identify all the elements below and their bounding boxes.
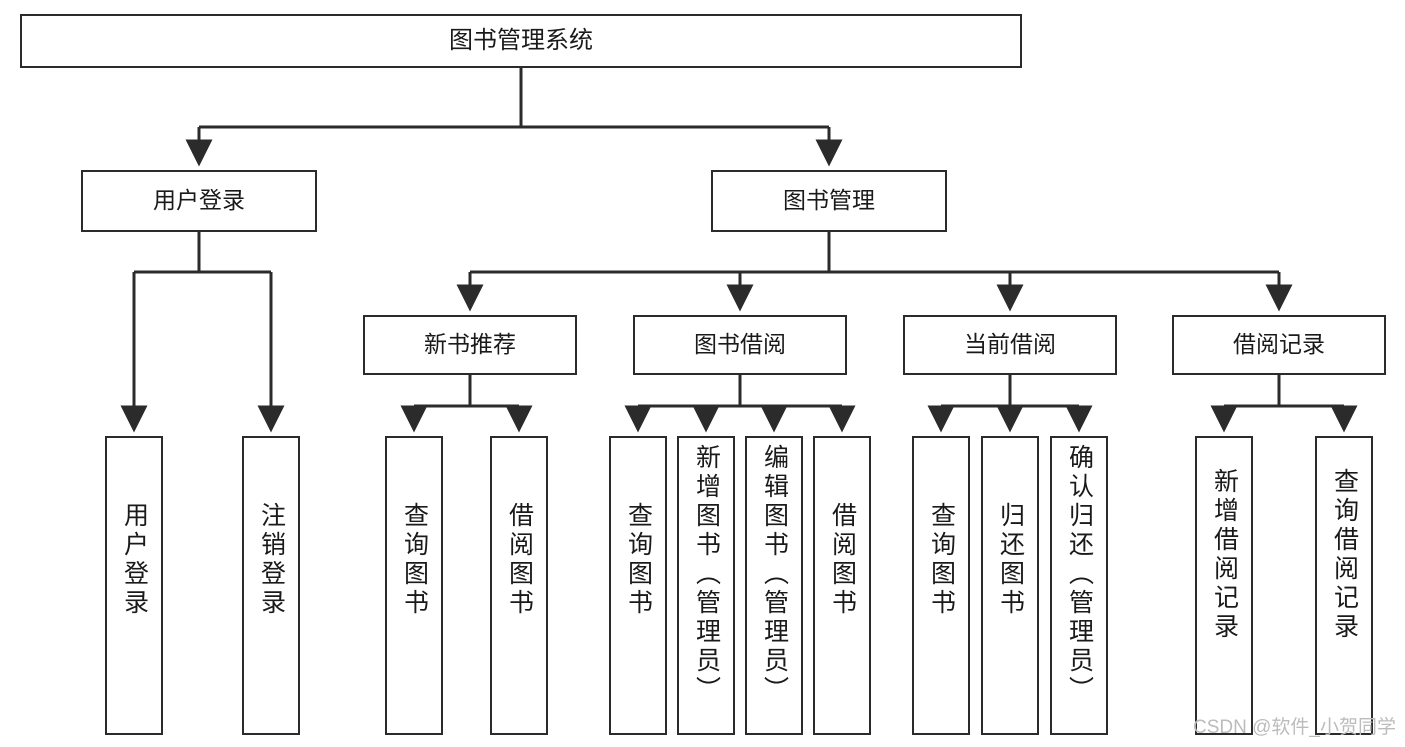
node-root[interactable]: 图书管理系统 (20, 14, 1022, 68)
leaf-borrow-book-1[interactable]: 借阅图书 (490, 436, 548, 735)
node-book-management-label: 图书管理 (783, 187, 875, 214)
leaf-query-book-1[interactable]: 查询图书 (385, 436, 443, 735)
leaf-confirm-return[interactable]: 确认归还（管理员） (1050, 436, 1108, 735)
leaf-add-record-label: 新增借阅记录 (1210, 468, 1239, 642)
leaf-edit-book[interactable]: 编辑图书（管理员） (745, 436, 803, 735)
leaf-query-book-3-label: 查询图书 (927, 502, 956, 618)
leaf-add-book-label: 新增图书（管理员） (692, 444, 721, 705)
leaf-return-book-label: 归还图书 (996, 502, 1025, 618)
node-root-label: 图书管理系统 (449, 26, 593, 54)
leaf-borrow-book-1-label: 借阅图书 (505, 502, 534, 618)
node-user-login-label: 用户登录 (153, 187, 245, 214)
node-borrow-record-label: 借阅记录 (1233, 331, 1325, 358)
leaf-borrow-book-2-label: 借阅图书 (828, 502, 857, 618)
node-borrow-record[interactable]: 借阅记录 (1172, 315, 1386, 375)
node-current-borrow[interactable]: 当前借阅 (903, 315, 1117, 375)
watermark: CSDN @软件_小贺同学 (1193, 717, 1396, 738)
leaf-borrow-book-2[interactable]: 借阅图书 (813, 436, 871, 735)
leaf-edit-book-label: 编辑图书（管理员） (760, 444, 789, 705)
leaf-query-book-2-label: 查询图书 (624, 502, 653, 618)
leaf-query-book-1-label: 查询图书 (400, 502, 429, 618)
node-new-book-recommend-label: 新书推荐 (424, 331, 516, 358)
leaf-query-record-label: 查询借阅记录 (1330, 468, 1359, 642)
leaf-query-book-2[interactable]: 查询图书 (609, 436, 667, 735)
leaf-user-logout[interactable]: 注销登录 (242, 436, 300, 735)
leaf-confirm-return-label: 确认归还（管理员） (1065, 444, 1094, 705)
node-book-borrow[interactable]: 图书借阅 (633, 315, 847, 375)
node-new-book-recommend[interactable]: 新书推荐 (363, 315, 577, 375)
node-current-borrow-label: 当前借阅 (964, 331, 1056, 358)
leaf-user-logout-label: 注销登录 (257, 502, 286, 618)
node-book-management[interactable]: 图书管理 (711, 170, 947, 232)
leaf-user-login-label: 用户登录 (120, 502, 149, 618)
leaf-return-book[interactable]: 归还图书 (981, 436, 1039, 735)
leaf-query-book-3[interactable]: 查询图书 (912, 436, 970, 735)
node-book-borrow-label: 图书借阅 (694, 331, 786, 358)
leaf-add-book[interactable]: 新增图书（管理员） (677, 436, 735, 735)
leaf-query-record[interactable]: 查询借阅记录 (1315, 436, 1373, 735)
leaf-add-record[interactable]: 新增借阅记录 (1195, 436, 1253, 735)
leaf-user-login[interactable]: 用户登录 (105, 436, 163, 735)
node-user-login[interactable]: 用户登录 (81, 170, 317, 232)
